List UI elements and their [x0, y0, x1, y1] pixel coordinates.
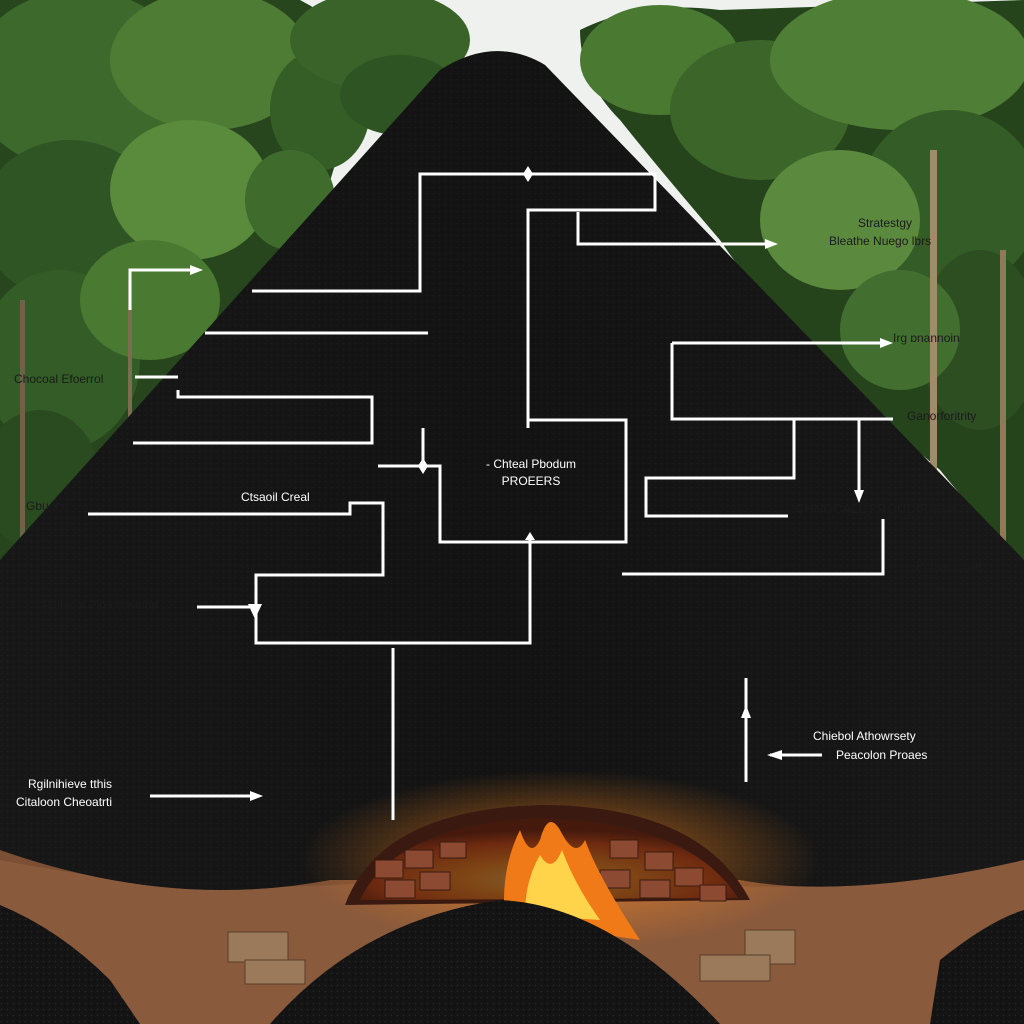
flow-line — [670, 343, 893, 421]
label-product-banner: CHNOCALL PROUDIRIEMON — [795, 501, 972, 516]
flow-line — [576, 212, 765, 246]
label-center-2: PROEERS — [501, 474, 561, 488]
arrowhead — [248, 604, 262, 619]
arrowhead — [765, 239, 778, 249]
arrowhead — [525, 532, 535, 540]
label-left-1: Chocoal Efoerrol — [14, 372, 104, 386]
arrowhead — [854, 490, 864, 503]
flow-line — [378, 418, 628, 544]
front-charcoal-pile — [270, 900, 720, 1024]
label-bottom-left-1: Rgilnihieve tthis — [28, 777, 113, 791]
arrowhead — [741, 705, 751, 718]
flow-line — [88, 501, 532, 645]
label-top-right-1: Stratestgy — [858, 216, 913, 230]
arrowhead — [767, 750, 782, 760]
kiln-fire — [300, 770, 820, 950]
arrowheads — [190, 166, 893, 801]
flow-line — [128, 268, 190, 310]
label-bottom-right-2: Peacolon Proaes — [836, 748, 928, 762]
label-bottom-right-1: Chiebol Athowrsety — [813, 729, 916, 743]
forest-background — [0, 0, 1024, 620]
arrowhead — [880, 338, 893, 348]
label-left-3: Gbuobri — [26, 499, 69, 513]
flow-line — [133, 390, 374, 445]
label-center-1: - Chteal Pbodum — [485, 457, 577, 471]
flow-line — [644, 420, 796, 518]
label-left-4: Pfunleal Pireotlusttion — [42, 598, 159, 612]
label-right-middle: Ganorforitrity — [907, 409, 977, 423]
label-bottom-left-2: Citaloon Cheoatrti — [16, 795, 113, 809]
foreground-bricks — [227, 929, 796, 985]
arrowhead — [250, 791, 263, 801]
flow-line — [252, 172, 657, 428]
label-right-lower: Pcrtve LIS9 — [916, 559, 979, 573]
arrowhead — [523, 166, 533, 182]
label-top-right-2: Bleathe Nuego lbrs — [829, 234, 932, 248]
label-left-2: Ctsaoil Creal — [241, 490, 310, 504]
label-right-upper: Irg ɒnannoin — [893, 331, 960, 345]
flow-line — [622, 519, 885, 576]
arrowhead — [190, 265, 203, 275]
arrowhead — [418, 458, 428, 474]
